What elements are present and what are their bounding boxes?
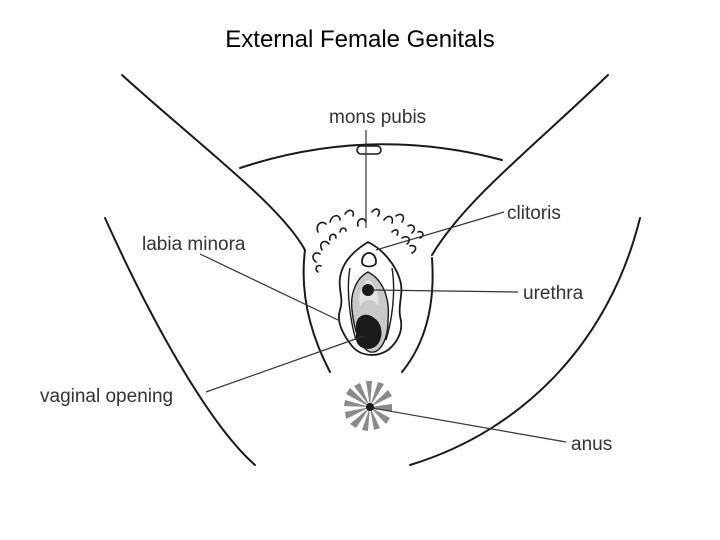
- anus-icon: [344, 381, 392, 431]
- left-inner-thigh-line: [104, 217, 256, 466]
- urethra-leader: [373, 289, 519, 293]
- labia-minora-label: labia minora: [142, 234, 246, 255]
- labia-minora-leader: [199, 253, 339, 321]
- pubic-hair-icon: [312, 208, 424, 273]
- vaginal-opening-label: vaginal opening: [40, 386, 173, 407]
- navel-icon: [356, 145, 382, 155]
- mons-pubis-label: mons pubis: [329, 107, 426, 128]
- left-labia-majora-line: [302, 249, 331, 373]
- right-inner-thigh-line: [409, 217, 641, 466]
- clitoris-shape: [361, 252, 377, 268]
- anus-leader: [371, 407, 567, 443]
- page-title: External Female Genitals: [225, 26, 495, 53]
- vaginal-opening-icon: [356, 314, 382, 349]
- clitoris-label: clitoris: [507, 203, 561, 224]
- vaginal-opening-leader: [205, 335, 365, 393]
- right-thigh-outer-line: [431, 74, 609, 256]
- right-labia-majora-line: [401, 257, 434, 373]
- left-thigh-outer-line: [121, 74, 306, 251]
- clitoris-leader: [375, 211, 505, 251]
- abdomen-crease-line: [239, 143, 503, 169]
- urethra-label: urethra: [523, 283, 584, 304]
- urethra-icon: [362, 284, 374, 296]
- callout-lines: [199, 130, 567, 443]
- anus-label: anus: [571, 434, 612, 455]
- body-outline: [104, 74, 641, 466]
- labia-minora-inner-line: [347, 267, 395, 341]
